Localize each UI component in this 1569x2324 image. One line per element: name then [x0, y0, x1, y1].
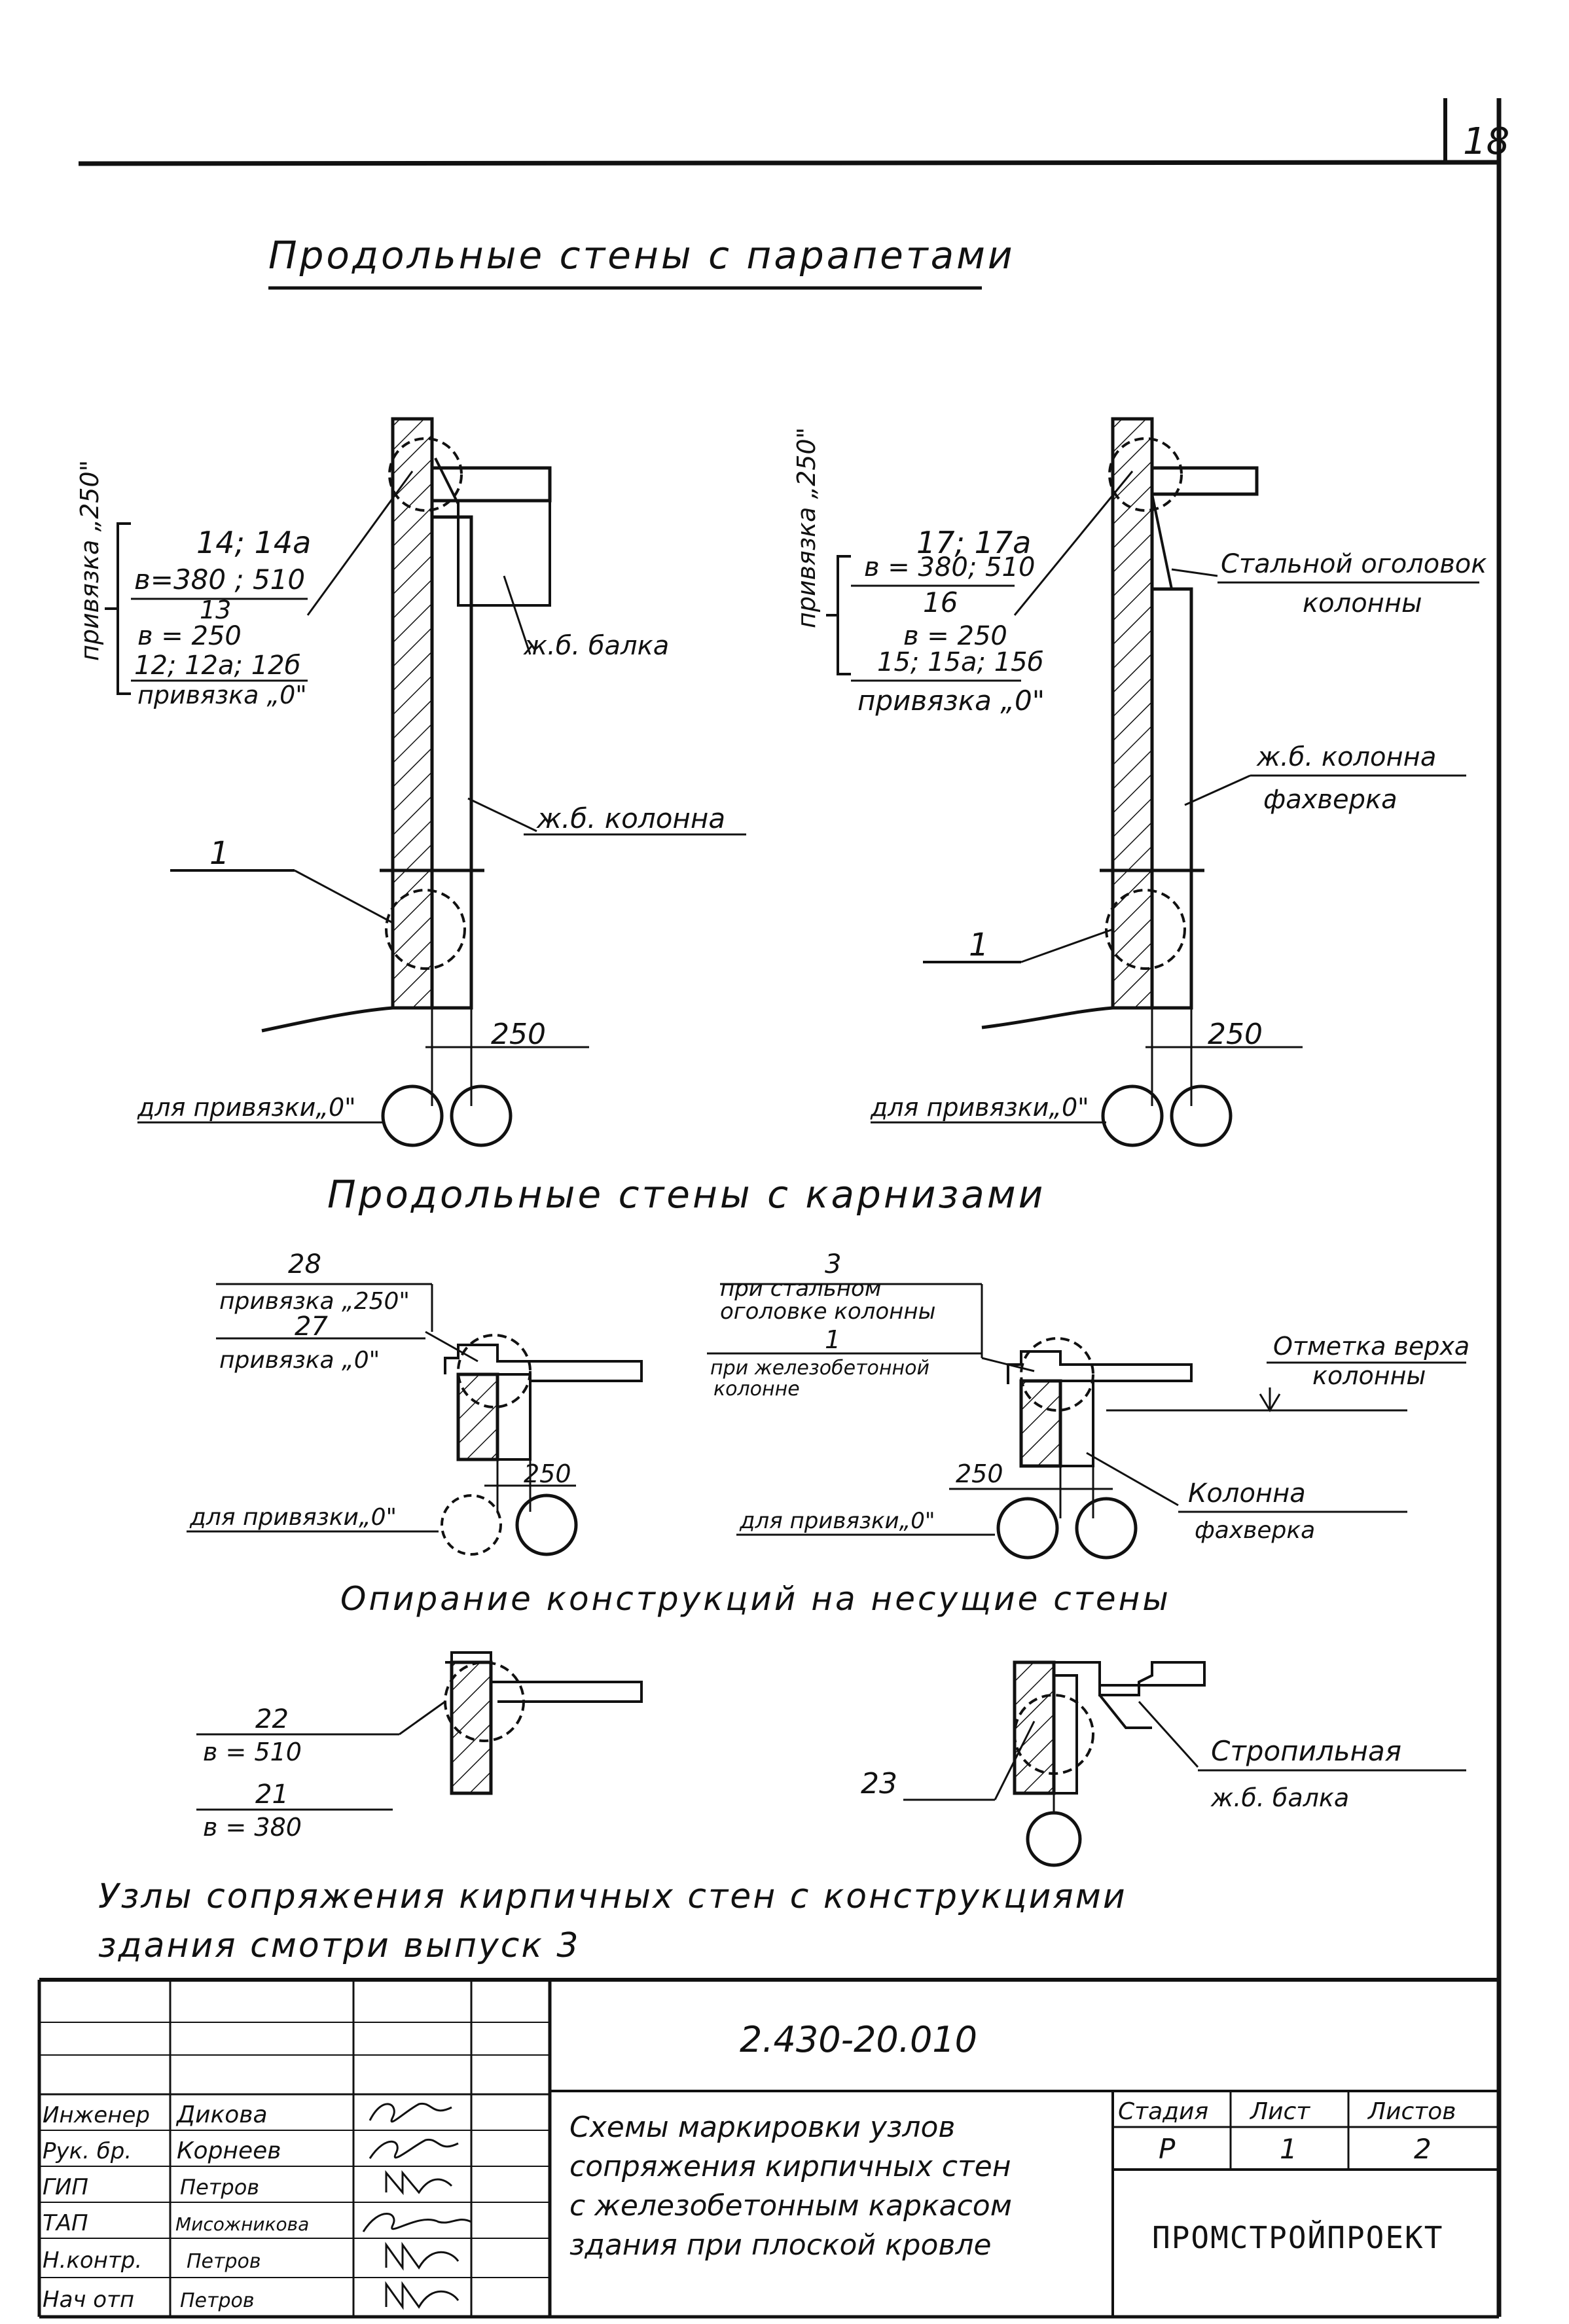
right-dim-250: 250 — [1208, 1018, 1263, 1051]
cornice-right-col-2: фахверка — [1195, 1517, 1315, 1544]
cornice-left-b250: привязка „250" — [219, 1288, 410, 1315]
left-brace — [105, 522, 131, 695]
doc-code: 2.430-20.010 — [740, 2019, 977, 2060]
bearing-right-detail — [903, 1660, 1206, 1867]
left-axis-note: для привязки„0" — [137, 1093, 356, 1122]
role-tap: ТАП — [43, 2210, 88, 2236]
bearing-left-detail — [399, 1651, 643, 1795]
title-block — [37, 1978, 1499, 2319]
note-line-1: Узлы сопряжения кирпичных стен с констру… — [98, 1877, 1127, 1916]
name-3: Петров — [180, 2175, 259, 2200]
right-mark-3: 15; 15а; 15б — [877, 647, 1043, 677]
bearing-left-m1-sub: в = 510 — [203, 1738, 302, 1766]
roles-column: Инженер Рук. бр. ГИП ТАП Н.контр. Нач от… — [43, 2102, 150, 2313]
names-column: Дикова Корнеев Петров Мисожникова Петров… — [175, 2101, 309, 2312]
cornice-right-m2: 1 — [825, 1325, 840, 1354]
name-2: Корнеев — [177, 2137, 281, 2164]
parapets-title: Продольные стены с парапетами — [268, 233, 1015, 277]
sheets-label: Листов — [1367, 2098, 1456, 2125]
drawing-description: Схемы маркировки узлов сопряжения кирпич… — [569, 2111, 1012, 2262]
note-line-2: здания смотри выпуск 3 — [98, 1926, 580, 1965]
bearing-title: Опирание конструкций на несущие стены — [340, 1580, 1171, 1618]
cornice-left-dim: 250 — [524, 1459, 571, 1488]
right-col-2: фахверка — [1263, 785, 1398, 815]
organization-name: ПРОМСТРОЙПРОЕКТ — [1152, 2220, 1443, 2255]
right-steel-head-2: колонны — [1303, 588, 1422, 618]
cornice-right-axis: для привязки„0" — [739, 1508, 935, 1534]
bearing-right-beam-2: ж.б. балка — [1210, 1783, 1349, 1812]
left-dim-250: 250 — [491, 1018, 546, 1051]
cornice-right-steel-1: при стальном — [720, 1276, 882, 1302]
left-mark-3: 12; 12а; 12б — [134, 651, 300, 681]
right-mark-1-sub: в = 380; 510 — [864, 552, 1035, 582]
desc-line-4: здания при плоской кровле — [569, 2228, 992, 2262]
desc-line-3: с железобетонным каркасом — [569, 2189, 1012, 2223]
cornice-right-rc-1: при железобетонной — [710, 1357, 929, 1380]
bearing-right-callout: 23 — [861, 1767, 897, 1800]
left-mark-1: 14; 14а — [196, 525, 311, 560]
right-col-1: ж.б. колонна — [1256, 742, 1436, 772]
sheet-value: 1 — [1280, 2133, 1297, 2165]
role-engineer: Инженер — [43, 2102, 150, 2128]
left-column-label: ж.б. колонна — [536, 802, 725, 834]
cornice-right-dim: 250 — [956, 1459, 1003, 1488]
page-number: 18 — [1463, 120, 1509, 163]
left-beam-label: ж.б. балка — [523, 631, 669, 661]
cornice-right-top-2: колонны — [1312, 1361, 1426, 1390]
role-norm-control: Н.контр. — [43, 2247, 142, 2274]
drawing-frame — [78, 98, 1502, 2317]
name-1: Дикова — [175, 2101, 268, 2128]
cornice-right-col-1: Колонна — [1188, 1478, 1306, 1509]
cornice-right-rc-2: колонне — [713, 1378, 800, 1401]
cornice-right-detail — [949, 1337, 1407, 1560]
bearing-left-m2-sub: в = 380 — [203, 1813, 302, 1842]
cornice-left-detail — [425, 1331, 643, 1556]
left-binding-250: привязка „250" — [75, 460, 104, 661]
stage-label: Стадия — [1118, 2098, 1208, 2125]
right-mark-2-sub: в = 250 — [903, 621, 1007, 651]
signatures — [362, 2102, 472, 2310]
right-steel-head-1: Стальной оголовок — [1221, 549, 1487, 579]
right-brace — [826, 555, 851, 675]
stage-value: Р — [1159, 2133, 1176, 2165]
name-4: Мисожникова — [175, 2213, 309, 2235]
bearing-left-m1: 22 — [255, 1704, 289, 1734]
name-6: Петров — [180, 2289, 255, 2312]
left-callout-1: 1 — [209, 835, 230, 872]
right-callout-1: 1 — [969, 927, 989, 963]
sheets-value: 2 — [1414, 2133, 1432, 2165]
right-mark-1: 17; 17а — [916, 525, 1031, 560]
role-gip: ГИП — [43, 2174, 88, 2200]
right-axis-note: для привязки„0" — [870, 1093, 1089, 1122]
cornice-left-m1: 28 — [288, 1249, 321, 1279]
bearing-left-m2: 21 — [255, 1779, 289, 1810]
cornice-right-steel-2: оголовке колонны — [720, 1298, 935, 1325]
role-group-lead: Рук. бр. — [43, 2138, 132, 2164]
left-mark-2-sub: в = 250 — [137, 621, 242, 651]
sheet-label: Лист — [1249, 2098, 1310, 2125]
cornice-right-top-1: Отметка верха — [1273, 1332, 1470, 1361]
cornice-left-axis: для привязки„0" — [189, 1504, 397, 1531]
left-mark-1-sub: в=380 ; 510 — [134, 563, 305, 596]
desc-line-1: Схемы маркировки узлов — [569, 2111, 955, 2144]
left-mark-2: 13 — [200, 596, 231, 624]
bearing-right-beam-1: Стропильная — [1211, 1735, 1401, 1767]
right-mark-2: 16 — [923, 586, 958, 618]
name-5: Петров — [187, 2250, 261, 2273]
right-binding-0: привязка „0" — [857, 685, 1045, 717]
cornice-left-m2: 27 — [295, 1312, 328, 1342]
cornices-title: Продольные стены с карнизами — [327, 1172, 1045, 1217]
right-parapet-detail — [923, 417, 1303, 1147]
role-dept-head: Нач отп — [43, 2287, 134, 2313]
cornice-left-b0: привязка „0" — [219, 1347, 380, 1374]
desc-line-2: сопряжения кирпичных стен — [569, 2150, 1011, 2183]
right-binding-250: привязка „250" — [792, 427, 821, 628]
left-parapet-detail — [170, 417, 589, 1147]
cornice-right-m1: 3 — [825, 1249, 841, 1279]
left-binding-0: привязка „0" — [137, 681, 307, 709]
